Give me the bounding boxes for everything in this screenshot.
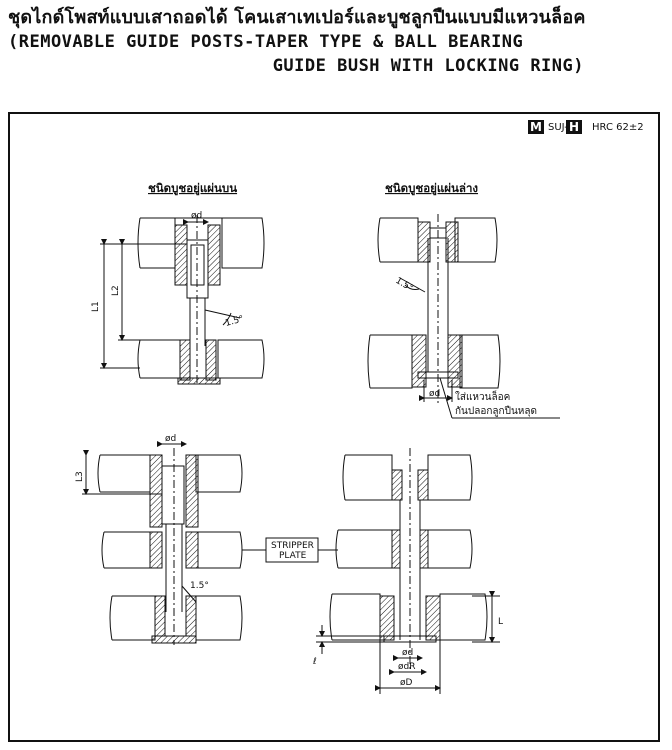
dim-angle-1: 1.5° bbox=[224, 314, 245, 329]
title-english-line2: GUIDE BUSH WITH LOCKING RING) bbox=[272, 56, 584, 76]
note-ring-line1: ใส่แหวนล็อค bbox=[455, 389, 510, 403]
dim-L3: L3 bbox=[75, 471, 85, 482]
title-english-line1: (REMOVABLE GUIDE POSTS-TAPER TYPE & BALL… bbox=[8, 32, 524, 52]
dim-od-1: ød bbox=[191, 211, 202, 221]
dim-od-3: ød bbox=[165, 434, 176, 444]
drawing-frame bbox=[8, 112, 660, 742]
dim-oD: øD bbox=[400, 678, 413, 688]
dim-L2: L2 bbox=[111, 285, 121, 296]
dim-L: L bbox=[498, 617, 503, 627]
dim-angle-2: 1.5° bbox=[394, 276, 415, 294]
dim-odR: ødR bbox=[398, 662, 415, 672]
note-ring-line2: กันปลอกลูกปืนหลุด bbox=[455, 405, 537, 417]
hardness-legend: H HRC 62±2 bbox=[566, 120, 644, 134]
stripper-label-line2: PLATE bbox=[279, 551, 307, 561]
assembly-lower-bush-top bbox=[367, 214, 560, 419]
dim-ell: ℓ bbox=[312, 657, 317, 667]
title-english: (REMOVABLE GUIDE POSTS-TAPER TYPE & BALL… bbox=[8, 30, 584, 78]
material-legend: M SUJ-2 bbox=[528, 120, 574, 134]
assembly-stripper-left bbox=[82, 441, 243, 645]
title-thai: ชุดไกด์โพสท์แบบเสาถอดได้ โคนเสาเทเปอร์แล… bbox=[8, 7, 586, 28]
dim-od-2: ød bbox=[429, 389, 440, 399]
assembly-upper-bush-top bbox=[100, 215, 265, 385]
section-title-upper: ชนิดบูชอยู่แผ่นบน bbox=[148, 181, 237, 196]
assembly-stripper-right bbox=[316, 448, 500, 694]
dim-od-4: ød bbox=[402, 648, 413, 658]
section-title-lower: ชนิดบูชอยู่แผ่นล่าง bbox=[385, 181, 478, 196]
dim-L1: L1 bbox=[91, 301, 101, 312]
dim-angle-3: 1.5° bbox=[190, 581, 209, 591]
hardness-badge: H bbox=[566, 120, 582, 134]
material-badge: M bbox=[528, 120, 544, 134]
hardness-value: HRC 62±2 bbox=[592, 121, 644, 133]
material-value: SUJ-2 bbox=[548, 121, 575, 133]
stripper-label-line1: STRIPPER bbox=[271, 541, 314, 551]
